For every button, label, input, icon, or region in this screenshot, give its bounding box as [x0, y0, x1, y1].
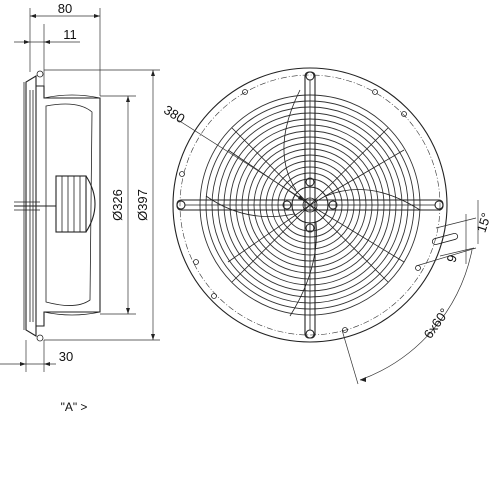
- dim-380-leader: [177, 119, 305, 201]
- front-blade-curves: [205, 89, 421, 317]
- front-slot: [431, 233, 459, 245]
- side-flange: [25, 75, 37, 337]
- front-view: 380 9 15° 6x60°: [161, 67, 494, 385]
- dim-326: Ø326: [110, 189, 125, 221]
- dim-80: 80: [58, 1, 72, 16]
- dim-397: Ø397: [135, 189, 150, 221]
- view-label: "A" >: [61, 400, 88, 414]
- dim-380: 380: [161, 102, 187, 126]
- front-outer-plate: [172, 67, 448, 343]
- front-hub-center: [302, 197, 318, 213]
- dim-9: 9: [443, 253, 460, 265]
- side-blade: [45, 103, 93, 306]
- dim-11: 11: [63, 27, 77, 42]
- dim-6x60: 6x60°: [421, 305, 452, 341]
- front-strut-bolts: [176, 71, 444, 339]
- dim-15: 15°: [474, 211, 494, 234]
- dim-6x60-arc: [359, 249, 473, 381]
- dim-30: 30: [59, 349, 73, 364]
- side-view: 80 11 Ø326 Ø397 30: [0, 1, 160, 372]
- side-hub-cap: [85, 175, 96, 233]
- front-bolt-circle: [179, 74, 441, 336]
- front-hub: [291, 186, 329, 224]
- side-housing: [36, 85, 101, 327]
- front-mounting-holes: [179, 89, 421, 333]
- side-motor: [55, 175, 87, 233]
